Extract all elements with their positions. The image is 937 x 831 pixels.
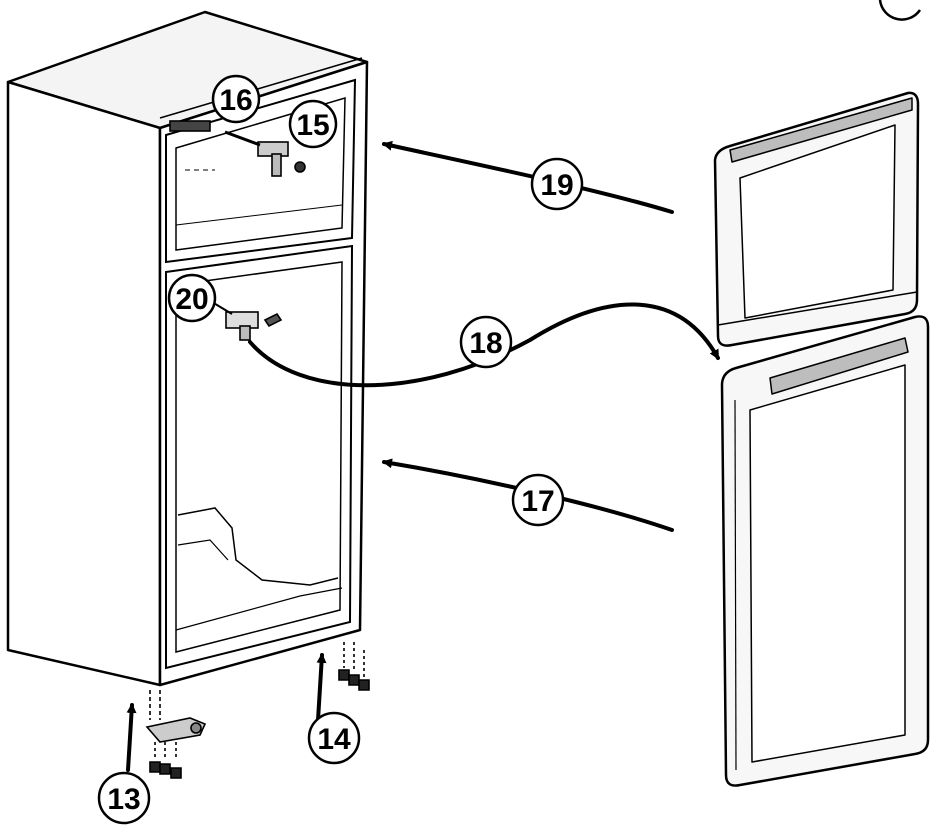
top-hinge-pin — [271, 153, 282, 177]
freezer-compartment — [165, 78, 357, 264]
callout-20-label: 20 — [175, 283, 208, 316]
callout-13-label: 13 — [107, 783, 140, 816]
freezer-door — [713, 91, 920, 347]
bottom-hinge-screw-3 — [170, 767, 182, 779]
callout-17-label: 17 — [521, 485, 554, 518]
bottom-hinge-bracket — [145, 717, 207, 743]
callout-16: 16 — [211, 74, 261, 124]
freezer-door-bottom — [717, 291, 918, 326]
fridge-door — [720, 315, 930, 787]
freezer-shelf-line — [175, 204, 343, 226]
bottom-hinge-screw-1 — [149, 761, 161, 773]
callout-19: 19 — [530, 157, 584, 211]
fridge-door-face — [749, 364, 906, 763]
cabinet-top-edge — [159, 57, 363, 119]
crisper-shape-2 — [177, 539, 229, 561]
cabinet-side — [6, 80, 162, 687]
feet-screw-1 — [338, 669, 350, 681]
callout-15-label: 15 — [296, 109, 329, 142]
feet-screw-2 — [348, 674, 360, 686]
middle-hinge-screw — [263, 312, 283, 328]
fridge-inner-back — [175, 587, 343, 631]
bottom-hinge-screw-2 — [159, 763, 171, 775]
freezer-outer — [165, 78, 357, 264]
callout-17: 17 — [511, 473, 565, 527]
callout-15: 15 — [288, 99, 338, 149]
callout-18: 18 — [459, 315, 513, 369]
fridge-door-edge — [734, 399, 737, 771]
fridge-cabinet — [6, 10, 369, 687]
top-hinge — [169, 120, 306, 177]
cabinet-front — [158, 60, 369, 687]
fridge-door-handle — [769, 337, 909, 395]
callout-14-label: 14 — [317, 723, 351, 756]
arrow-19 — [382, 140, 674, 214]
middle-hinge — [211, 301, 283, 341]
callout-19-label: 19 — [540, 169, 573, 202]
middle-hinge-pin — [239, 325, 251, 341]
arrow-18 — [248, 302, 720, 388]
callout-13: 13 — [97, 771, 151, 825]
partial-callout-corner — [878, 0, 922, 21]
crisper-shape — [177, 507, 339, 586]
fridge-outer — [165, 244, 354, 670]
callouts: 16 15 20 19 18 17 14 13 — [97, 74, 584, 825]
callout-16-label: 16 — [219, 84, 252, 117]
top-hinge-leader — [224, 130, 261, 147]
top-hinge-screw — [294, 161, 306, 173]
callout-18-label: 18 — [469, 327, 502, 360]
freezer-door-face — [739, 124, 896, 319]
arrow-14 — [316, 653, 327, 722]
fridge-inner — [175, 261, 343, 653]
callout-14: 14 — [307, 711, 361, 765]
callout-20: 20 — [167, 273, 217, 323]
freezer-door-handle — [729, 97, 913, 163]
freezer-inner — [175, 96, 346, 251]
arrow-13 — [126, 703, 137, 772]
top-hinge-cover — [169, 120, 211, 132]
feet-screw-3 — [358, 679, 370, 691]
bottom-hinge-assembly — [145, 690, 207, 779]
feet-screws — [338, 642, 370, 691]
fridge-compartment — [165, 244, 354, 670]
bottom-hinge-pin — [190, 722, 202, 734]
